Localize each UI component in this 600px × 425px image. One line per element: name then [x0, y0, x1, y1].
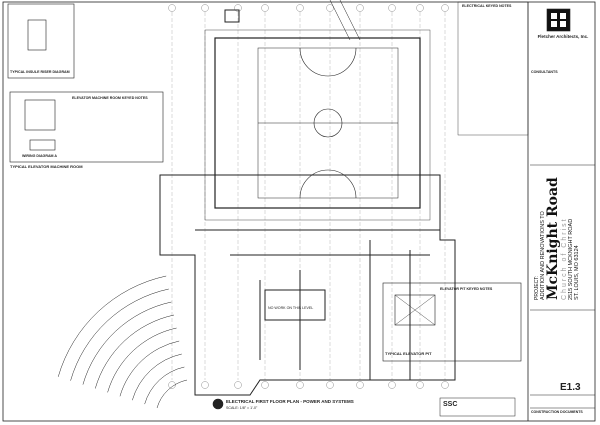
grid-bubble — [388, 4, 396, 12]
grid-bubble — [296, 4, 304, 12]
pit-notes-heading: ELEVATOR PIT KEYED NOTES — [440, 287, 493, 291]
grid-bubble — [261, 4, 269, 12]
seating-row — [70, 288, 169, 381]
seating-row — [132, 353, 182, 401]
grid-bubble — [168, 381, 176, 389]
gymnasium — [204, 29, 431, 221]
riser-label: TYPICAL INSULE RISER DIAGRAM — [10, 70, 70, 74]
grid-bubble — [168, 4, 176, 12]
engineer-stamp — [439, 397, 516, 417]
grid-bubble — [356, 4, 364, 12]
grid-bubble — [296, 381, 304, 389]
sheet-scale: SCALE: 1/8" = 1'-0" — [226, 406, 258, 410]
firm-logo — [546, 8, 571, 32]
engineer-name: SSC — [443, 401, 458, 408]
seating-row — [119, 340, 180, 397]
grid-bubble — [234, 4, 242, 12]
seating-row — [82, 301, 172, 385]
grid-bubble — [201, 4, 209, 12]
machine-room-notes-heading: ELEVATOR MACHINE ROOM KEYED NOTES — [72, 96, 148, 100]
grid-bubble — [441, 4, 449, 12]
grid-bubble — [441, 381, 449, 389]
machine-room-label: TYPICAL ELEVATOR MACHINE ROOM — [10, 164, 83, 169]
seating-row — [95, 314, 175, 389]
seating-row — [156, 379, 188, 409]
north-arrow-icon — [212, 398, 224, 410]
grid-bubble — [201, 381, 209, 389]
consultants-label: CONSULTANTS — [531, 70, 558, 74]
project-block: PROJECT: ADDITION AND RENOVATIONS TO McK… — [534, 177, 580, 300]
wiring-diagram-label: WIRING DIAGRAM A — [22, 154, 58, 158]
seating-row — [57, 275, 167, 377]
address-line-2: ST. LOUIS, MO 63124 — [574, 245, 580, 300]
grid-bubble — [356, 381, 364, 389]
auditorium-seating — [57, 275, 188, 409]
grid-bubble — [261, 381, 269, 389]
keyed-notes-box — [457, 1, 529, 136]
seating-row — [107, 327, 177, 393]
pit-label: TYPICAL ELEVATOR PIT — [385, 351, 432, 356]
riser-detail-box — [7, 3, 75, 79]
sheet-number: E1.3 — [560, 382, 581, 393]
project-name: McKnight Road — [545, 177, 561, 300]
seating-row — [144, 366, 185, 405]
grid-bubble — [416, 4, 424, 12]
firm-name: Fletcher Architects, Inc. — [537, 34, 589, 39]
machine-room-detail-box — [9, 91, 164, 163]
riser-diagram — [27, 19, 47, 51]
sheet-title: ELECTRICAL FIRST FLOOR PLAN - POWER AND … — [226, 399, 354, 404]
grid-bubble — [416, 381, 424, 389]
no-work-label: NO WORK ON THIS LEVEL — [268, 306, 314, 310]
project-subtitle: Church of Christ — [561, 217, 568, 300]
building-walls — [159, 0, 456, 396]
grid-bubble — [234, 381, 242, 389]
grid-bubble — [388, 381, 396, 389]
keyed-notes-heading: ELECTRICAL KEYED NOTES — [462, 4, 512, 8]
grid-bubble — [326, 381, 334, 389]
grid-bubble — [326, 4, 334, 12]
sheet-status: CONSTRUCTION DOCUMENTS — [531, 410, 583, 414]
grid-lines — [168, 4, 449, 389]
elevator-pit-detail-box — [382, 282, 522, 362]
